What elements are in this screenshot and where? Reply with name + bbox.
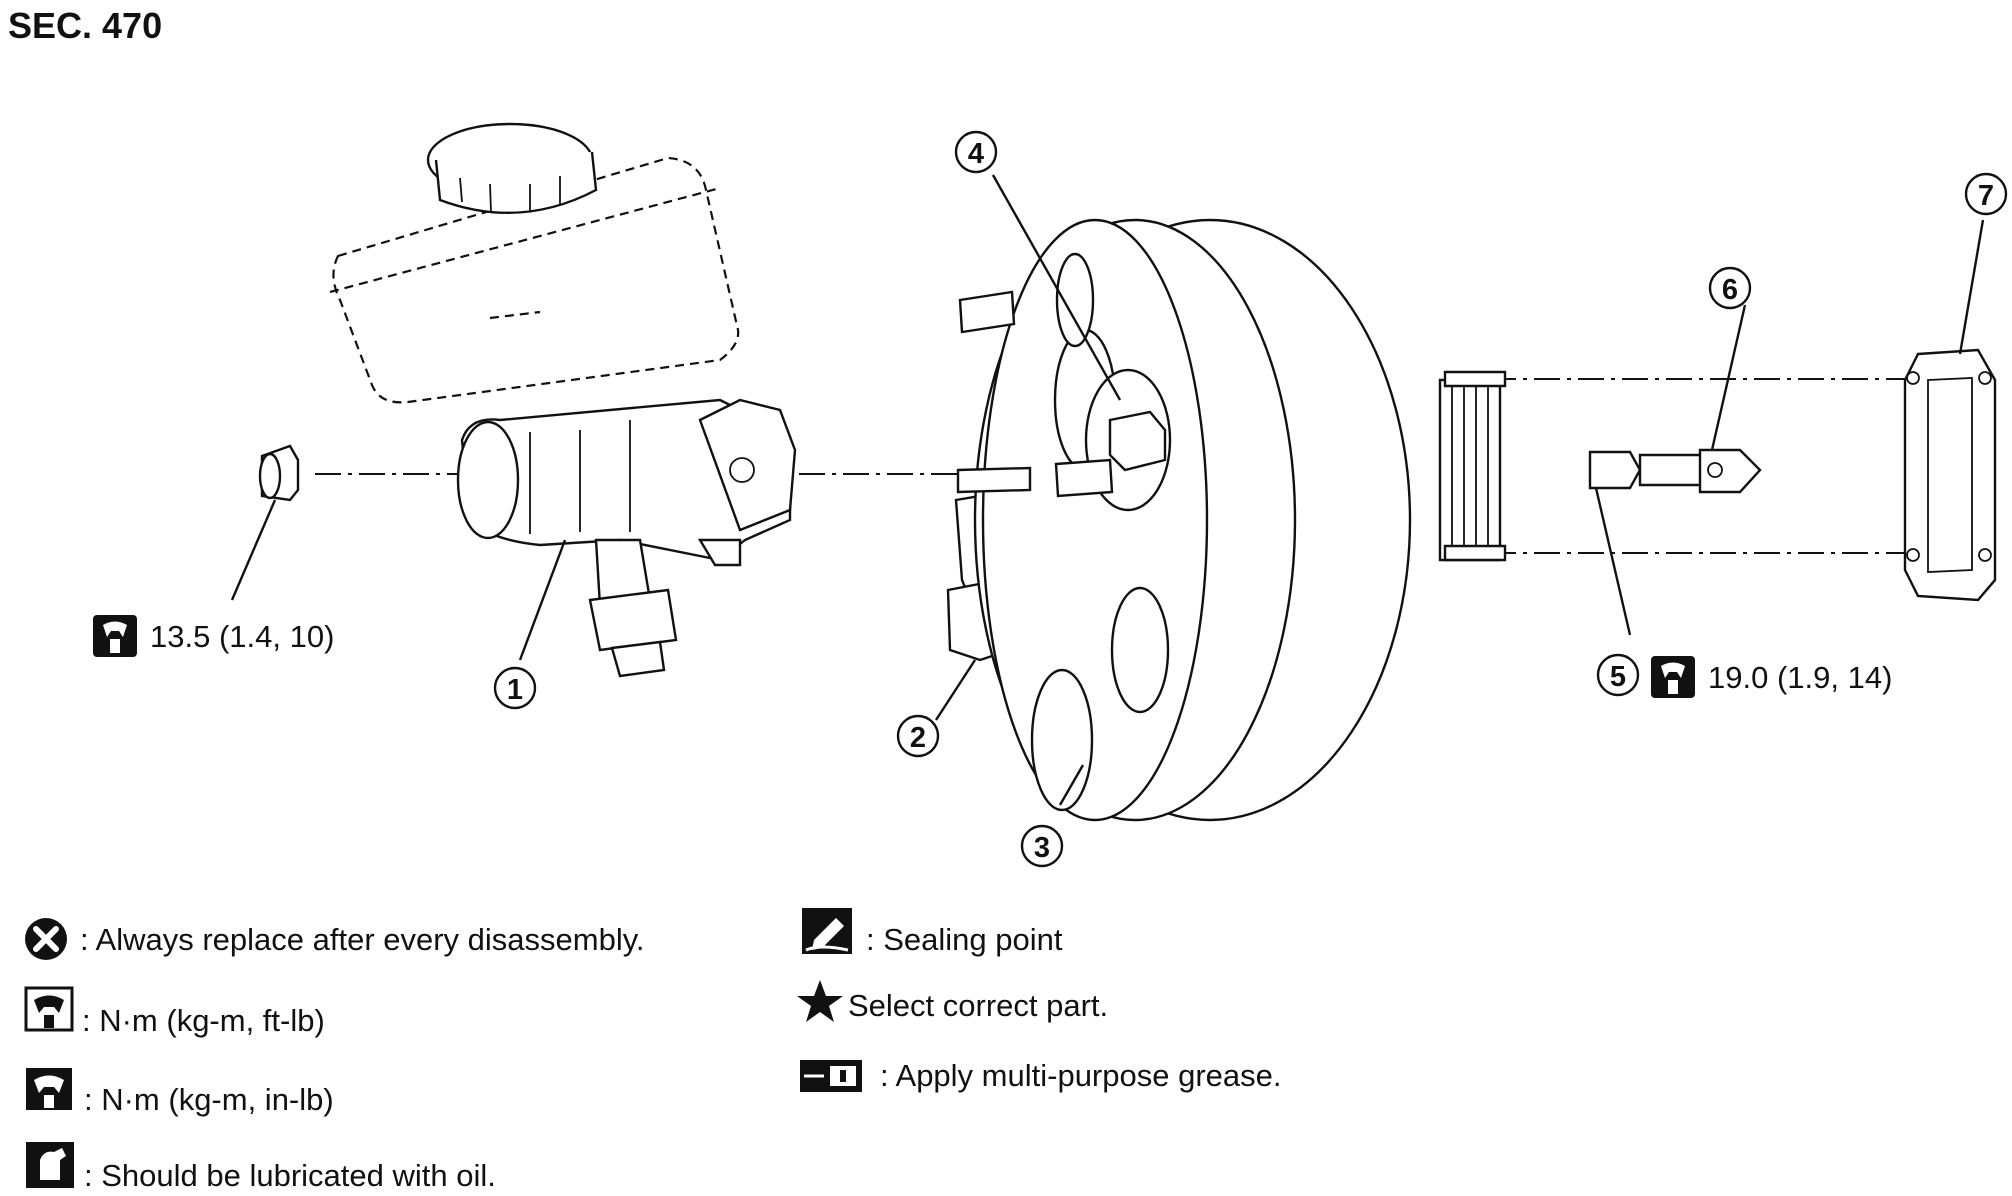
legend-replace-text: : Always replace after every disassembly… <box>80 922 645 957</box>
torque-wrench-icon <box>24 986 74 1032</box>
grease-gun-icon <box>800 1060 862 1092</box>
legend-oil-text: : Should be lubricated with oil. <box>84 1158 496 1193</box>
star-icon <box>797 980 843 1022</box>
svg-text:6: 6 <box>1722 274 1738 306</box>
torque-spec-master-cylinder-nut: 13.5 (1.4, 10) <box>93 615 334 657</box>
flange-nut <box>230 444 300 601</box>
legend-right: : Sealing point Select correct part. : A… <box>797 908 1282 1093</box>
svg-text:4: 4 <box>968 138 984 170</box>
svg-text:19.0 (1.9, 14): 19.0 (1.9, 14) <box>1708 660 1892 695</box>
callout-1: 1 <box>493 666 537 710</box>
callout-7: 7 <box>1964 172 2008 216</box>
torque-wrench-icon <box>1651 656 1695 698</box>
replace-x-icon <box>25 918 67 960</box>
callout-3: 3 <box>1020 824 1064 868</box>
booster-gasket <box>1903 348 1997 602</box>
legend-torque-inlb-text: : N·m (kg-m, in-lb) <box>84 1082 334 1117</box>
svg-text:5: 5 <box>1610 661 1626 693</box>
legend-sealing-text: : Sealing point <box>866 922 1063 957</box>
torque-spec-booster-nut: 19.0 (1.9, 14) <box>1651 656 1892 698</box>
legend-torque-ftlb-text: : N·m (kg-m, ft-lb) <box>82 1003 325 1038</box>
legend-select-part-text: Select correct part. <box>848 988 1108 1023</box>
callout-4: 4 <box>954 130 998 174</box>
callout-5: 5 <box>1596 653 1640 697</box>
svg-text:3: 3 <box>1034 832 1050 864</box>
master-cylinder <box>329 122 797 678</box>
brake-booster <box>956 218 1762 822</box>
sealant-icon <box>802 908 852 954</box>
legend-grease-text: : Apply multi-purpose grease. <box>880 1058 1282 1093</box>
svg-text:1: 1 <box>507 674 523 706</box>
callout-2: 2 <box>896 714 940 758</box>
oil-can-icon <box>26 1142 74 1188</box>
section-title: SEC. 470 <box>8 5 162 46</box>
callout-6: 6 <box>1708 266 1752 310</box>
svg-text:2: 2 <box>910 722 926 754</box>
torque-wrench-filled-icon <box>26 1068 72 1110</box>
torque-wrench-icon <box>93 615 137 657</box>
leader-lines <box>991 174 1985 636</box>
svg-text:13.5 (1.4, 10): 13.5 (1.4, 10) <box>150 619 334 654</box>
legend-left: : Always replace after every disassembly… <box>24 918 645 1193</box>
svg-text:7: 7 <box>1978 180 1994 212</box>
